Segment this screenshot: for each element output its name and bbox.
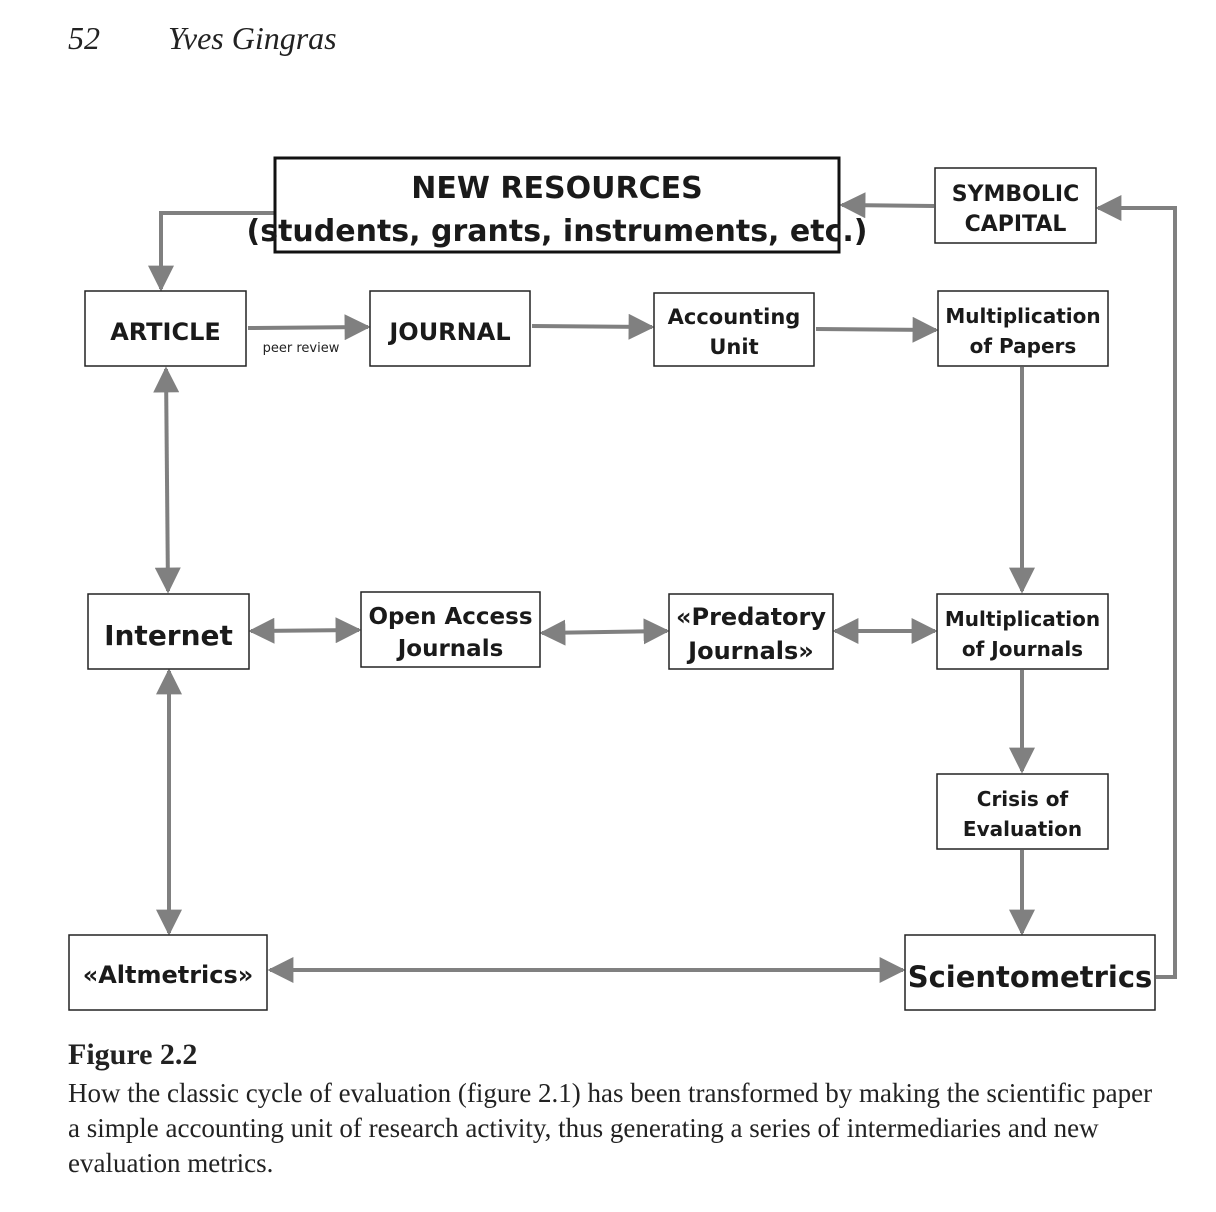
- peer-review-label: peer review: [263, 341, 340, 356]
- node-symbolic-capital: SYMBOLIC CAPITAL: [934, 167, 1097, 244]
- node-multiplication-papers: Multiplication of Papers: [937, 290, 1109, 367]
- node-journal: JOURNAL: [369, 290, 531, 367]
- arrow-journal-to-accounting: [531, 313, 655, 340]
- multiplication-journals-line2: of Journals: [962, 637, 1083, 661]
- internet-label: Internet: [104, 619, 233, 652]
- crisis-line2: Evaluation: [963, 817, 1082, 841]
- new-resources-subtitle: (students, grants, instruments, etc.): [247, 214, 868, 249]
- article-label: ARTICLE: [110, 318, 221, 346]
- journal-label: JOURNAL: [387, 318, 510, 346]
- arrow-open-access-predatory: [539, 618, 670, 646]
- figure-caption: Figure 2.2 How the classic cycle of eval…: [68, 1038, 1168, 1181]
- running-head-author: Yves Gingras: [168, 20, 337, 56]
- arrow-accounting-to-multiplication-papers: [815, 316, 939, 343]
- arrow-symbolic-to-resources: [839, 192, 935, 219]
- arrow-article-internet: [153, 366, 181, 594]
- node-new-resources: NEW RESOURCES (students, grants, instrum…: [247, 156, 868, 254]
- open-access-line2: Journals: [396, 636, 504, 662]
- accounting-unit-line2: Unit: [709, 335, 758, 359]
- page-number: 52: [68, 20, 100, 56]
- multiplication-journals-line1: Multiplication: [945, 607, 1100, 631]
- figure-caption-text: How the classic cycle of evaluation (fig…: [68, 1078, 1153, 1178]
- node-internet: Internet: [87, 593, 250, 670]
- node-predatory-journals: «Predatory Journals»: [668, 593, 834, 670]
- new-resources-title: NEW RESOURCES: [411, 171, 702, 206]
- predatory-line1: «Predatory: [676, 603, 826, 631]
- multiplication-papers-line2: of Papers: [970, 334, 1077, 358]
- predatory-line2: Journals»: [686, 637, 814, 665]
- arrow-article-to-journal: [247, 314, 371, 341]
- node-open-access-journals: Open Access Journals: [360, 591, 541, 668]
- altmetrics-label: «Altmetrics»: [83, 961, 254, 989]
- symbolic-capital-line1: SYMBOLIC: [952, 182, 1080, 207]
- open-access-line1: Open Access: [368, 604, 532, 630]
- connectors: [148, 192, 1177, 983]
- symbolic-capital-line2: CAPITAL: [965, 212, 1067, 237]
- scientometrics-label: Scientometrics: [908, 960, 1153, 994]
- arrow-scientometrics-to-symbolic: [1095, 195, 1177, 979]
- node-crisis-of-evaluation: Crisis of Evaluation: [936, 773, 1109, 850]
- node-article: ARTICLE: [84, 290, 247, 367]
- node-scientometrics: Scientometrics: [904, 934, 1156, 1011]
- figure-title: Figure 2.2: [68, 1038, 198, 1071]
- evaluation-cycle-diagram: peer review NEW RESOURCES (students, gra…: [68, 156, 1177, 1011]
- accounting-unit-line1: Accounting: [668, 305, 801, 329]
- arrow-internet-open-access: [248, 617, 362, 644]
- node-altmetrics: «Altmetrics»: [68, 934, 268, 1011]
- node-multiplication-journals: Multiplication of Journals: [936, 593, 1109, 670]
- arrow-resources-to-article: [148, 211, 276, 292]
- multiplication-papers-line1: Multiplication: [945, 304, 1100, 328]
- node-accounting-unit: Accounting Unit: [653, 292, 815, 367]
- crisis-line1: Crisis of: [977, 787, 1069, 811]
